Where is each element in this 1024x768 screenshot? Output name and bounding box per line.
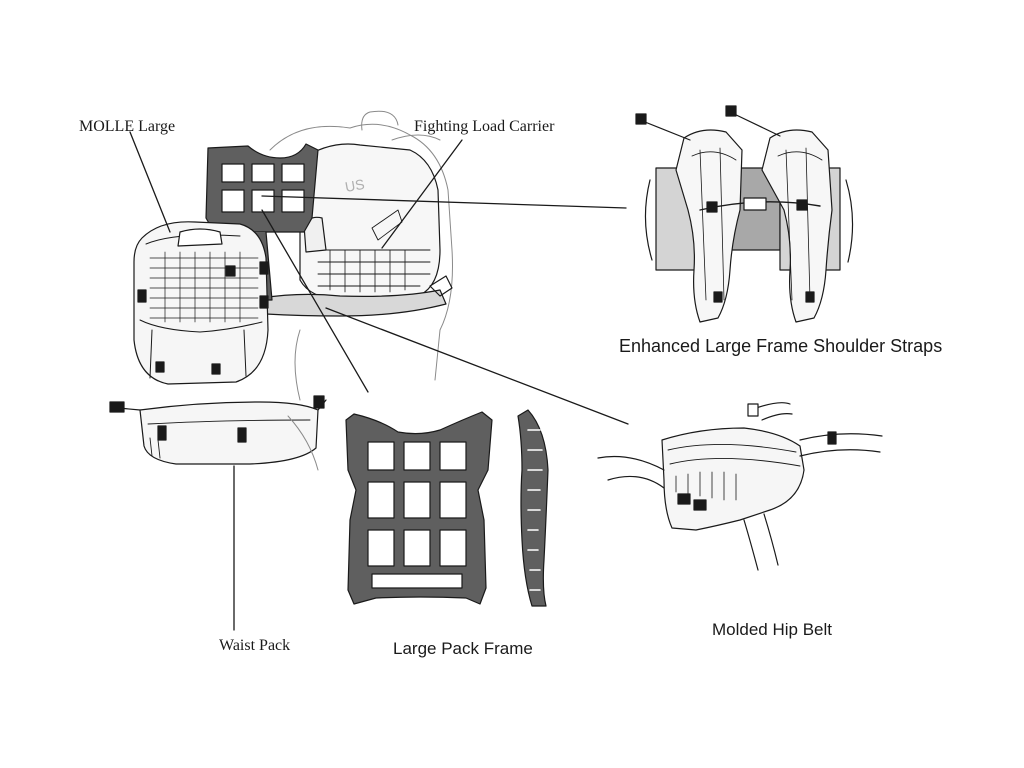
molded-hip-belt-illustration [597,402,883,571]
label-molle-large: MOLLE Large [79,118,176,135]
main-assembly-illustration: US [133,110,453,401]
leader-molle-large [129,131,171,233]
label-molded-hip-belt: Molded Hip Belt [712,620,833,639]
large-pack-frame-illustration [345,409,549,607]
fighting-load-carrier-vest: US [299,143,441,301]
vest-us-marking: US [344,176,366,195]
leader-lines [129,131,629,631]
label-shoulder-straps: Enhanced Large Frame Shoulder Straps [619,336,943,356]
molle-large-rucksack [133,221,269,385]
label-large-pack-frame: Large Pack Frame [393,639,533,658]
label-fighting-load-carrier: Fighting Load Carrier [414,118,555,135]
assembly-hip-belt [261,275,453,317]
leader-shoulder-straps [261,195,627,209]
label-waist-pack: Waist Pack [219,637,291,654]
leader-hip-belt [325,307,629,425]
shoulder-straps-illustration [635,105,854,323]
waist-pack-illustration [109,395,327,471]
leader-fighting-load-carrier [381,139,463,249]
leader-pack-frame [261,209,369,393]
